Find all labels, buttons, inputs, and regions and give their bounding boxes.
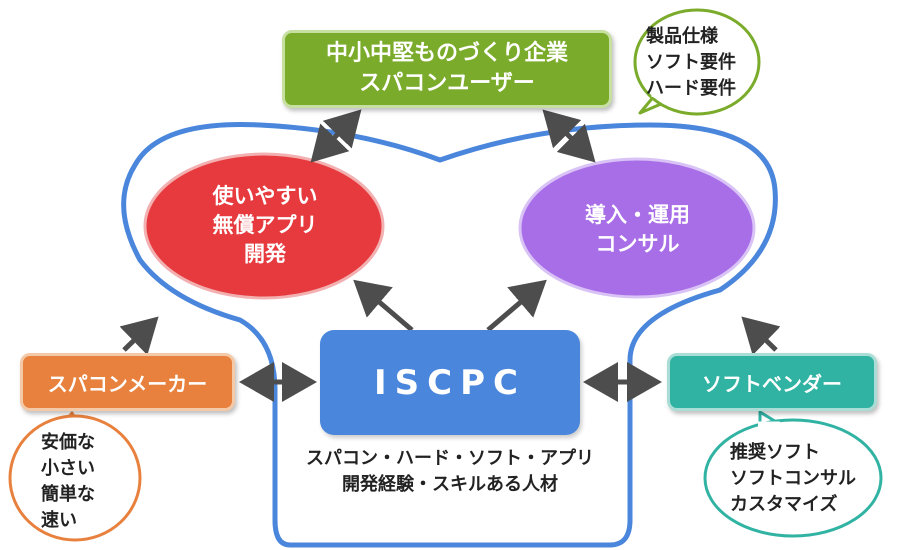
consulting-ellipse [518,157,756,299]
maker-needs-line: 小さい [41,458,95,479]
arrow-users-to-consulting [542,109,596,163]
iscpc-label: ISCPC [374,362,526,403]
free-app-text: 使いやすい 無償アプリ 開発 [150,182,380,269]
free-app-ellipse [143,152,385,300]
consulting-text: 導入・運用 コンサル [520,201,755,259]
vendor-services-bubble [703,410,883,538]
requirements-text: 製品仕様 ソフト要件 ハード要件 [646,24,736,102]
arrow-iscpc-to-consulting [486,279,547,332]
vendor-label: ソフトベンダー [702,371,842,396]
vendor-services-line: 推奨ソフト [730,442,820,463]
arrow-iscpc-to-app [353,279,414,332]
software-vendor-box: ソフトベンダー [667,353,877,411]
arrow-users-to-app [310,109,362,163]
vendor-services-line: カスタマイズ [730,494,838,515]
free-app-line: 使いやすい [212,184,318,208]
requirements-line: ハード要件 [646,78,736,99]
consulting-line: コンサル [595,232,680,256]
free-app-line: 無償アプリ [212,213,318,237]
sme-users-title: 中小中堅ものづくり企業 [325,41,568,66]
maker-needs-bubble [8,411,142,542]
requirements-line: 製品仕様 [646,26,718,47]
arrow-maker-to-outline [119,316,159,356]
consulting-line: 導入・運用 [585,203,690,227]
vendor-services-line: ソフトコンサル [730,468,856,489]
maker-needs-line: 速い [41,510,77,531]
maker-needs-line: 簡単な [41,484,95,505]
vendor-services-text: 推奨ソフト ソフトコンサル カスタマイズ [730,440,856,518]
supercomputer-maker-box: スパコンメーカー [20,353,235,411]
maker-needs-text: 安価な 小さい 簡単な 速い [41,430,95,534]
iscpc-caption-line: スパコン・ハード・ソフト・アプリ [306,448,594,469]
requirements-line: ソフト要件 [646,52,736,73]
maker-needs-line: 安価な [41,432,95,453]
iscpc-box: ISCPC [320,330,580,435]
free-app-line: 開発 [244,242,286,266]
maker-label: スパコンメーカー [47,371,208,396]
iscpc-caption-line: 開発経験・スキルある人材 [342,474,558,495]
sme-users-subtitle: スパコンユーザー [359,71,535,96]
requirements-bubble [633,8,761,116]
arrow-vendor-to-outline [741,316,781,356]
ecosystem-outline [121,122,778,548]
iscpc-caption: スパコン・ハード・ソフト・アプリ 開発経験・スキルある人材 [285,446,615,498]
sme-users-box: 中小中堅ものづくり企業 スパコンユーザー [282,30,612,108]
